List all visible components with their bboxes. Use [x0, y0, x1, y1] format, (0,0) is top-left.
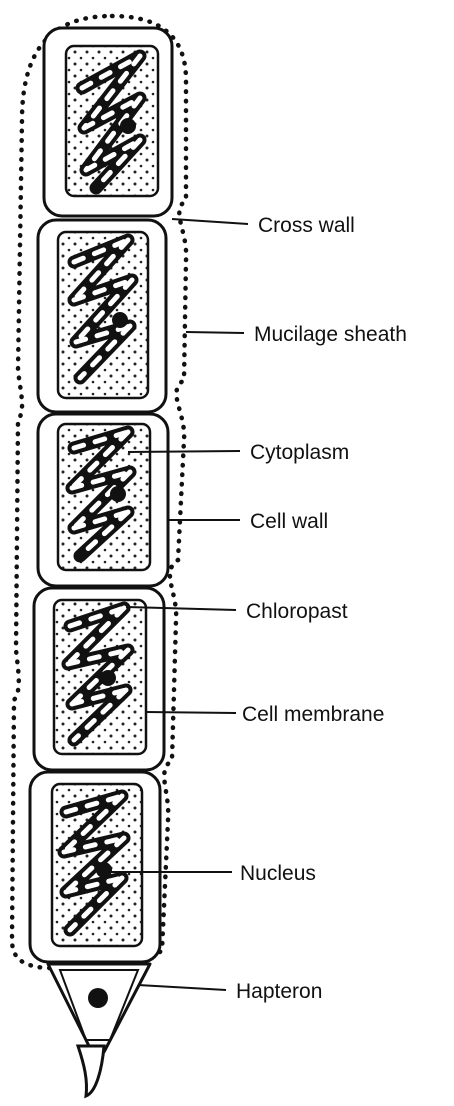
label-chloroplast: Chloropast: [246, 600, 348, 623]
leader-mucilage-sheath: [186, 332, 244, 333]
leader-cytoplasm: [128, 451, 240, 452]
nucleus-4: [100, 670, 116, 686]
label-mucilage-sheath: Mucilage sheath: [254, 323, 407, 346]
label-cell-membrane: Cell membrane: [242, 703, 384, 726]
hapteron-nucleus: [88, 988, 108, 1008]
labels: Cross wall Mucilage sheath Cytoplasm Cel…: [236, 214, 407, 1003]
leader-hapteron: [138, 985, 226, 990]
nucleus-3: [110, 486, 126, 502]
label-cross-wall: Cross wall: [258, 214, 355, 237]
label-hapteron: Hapteron: [236, 980, 322, 1003]
label-nucleus: Nucleus: [240, 862, 316, 885]
leader-cell-membrane: [146, 712, 236, 713]
label-cell-wall: Cell wall: [250, 510, 328, 533]
nucleus-1: [120, 118, 136, 134]
hapteron-cell: [48, 964, 150, 1096]
leader-cross-wall: [172, 219, 248, 224]
nucleus-5: [96, 862, 112, 878]
nucleus-2: [112, 312, 128, 328]
label-cytoplasm: Cytoplasm: [250, 441, 349, 464]
